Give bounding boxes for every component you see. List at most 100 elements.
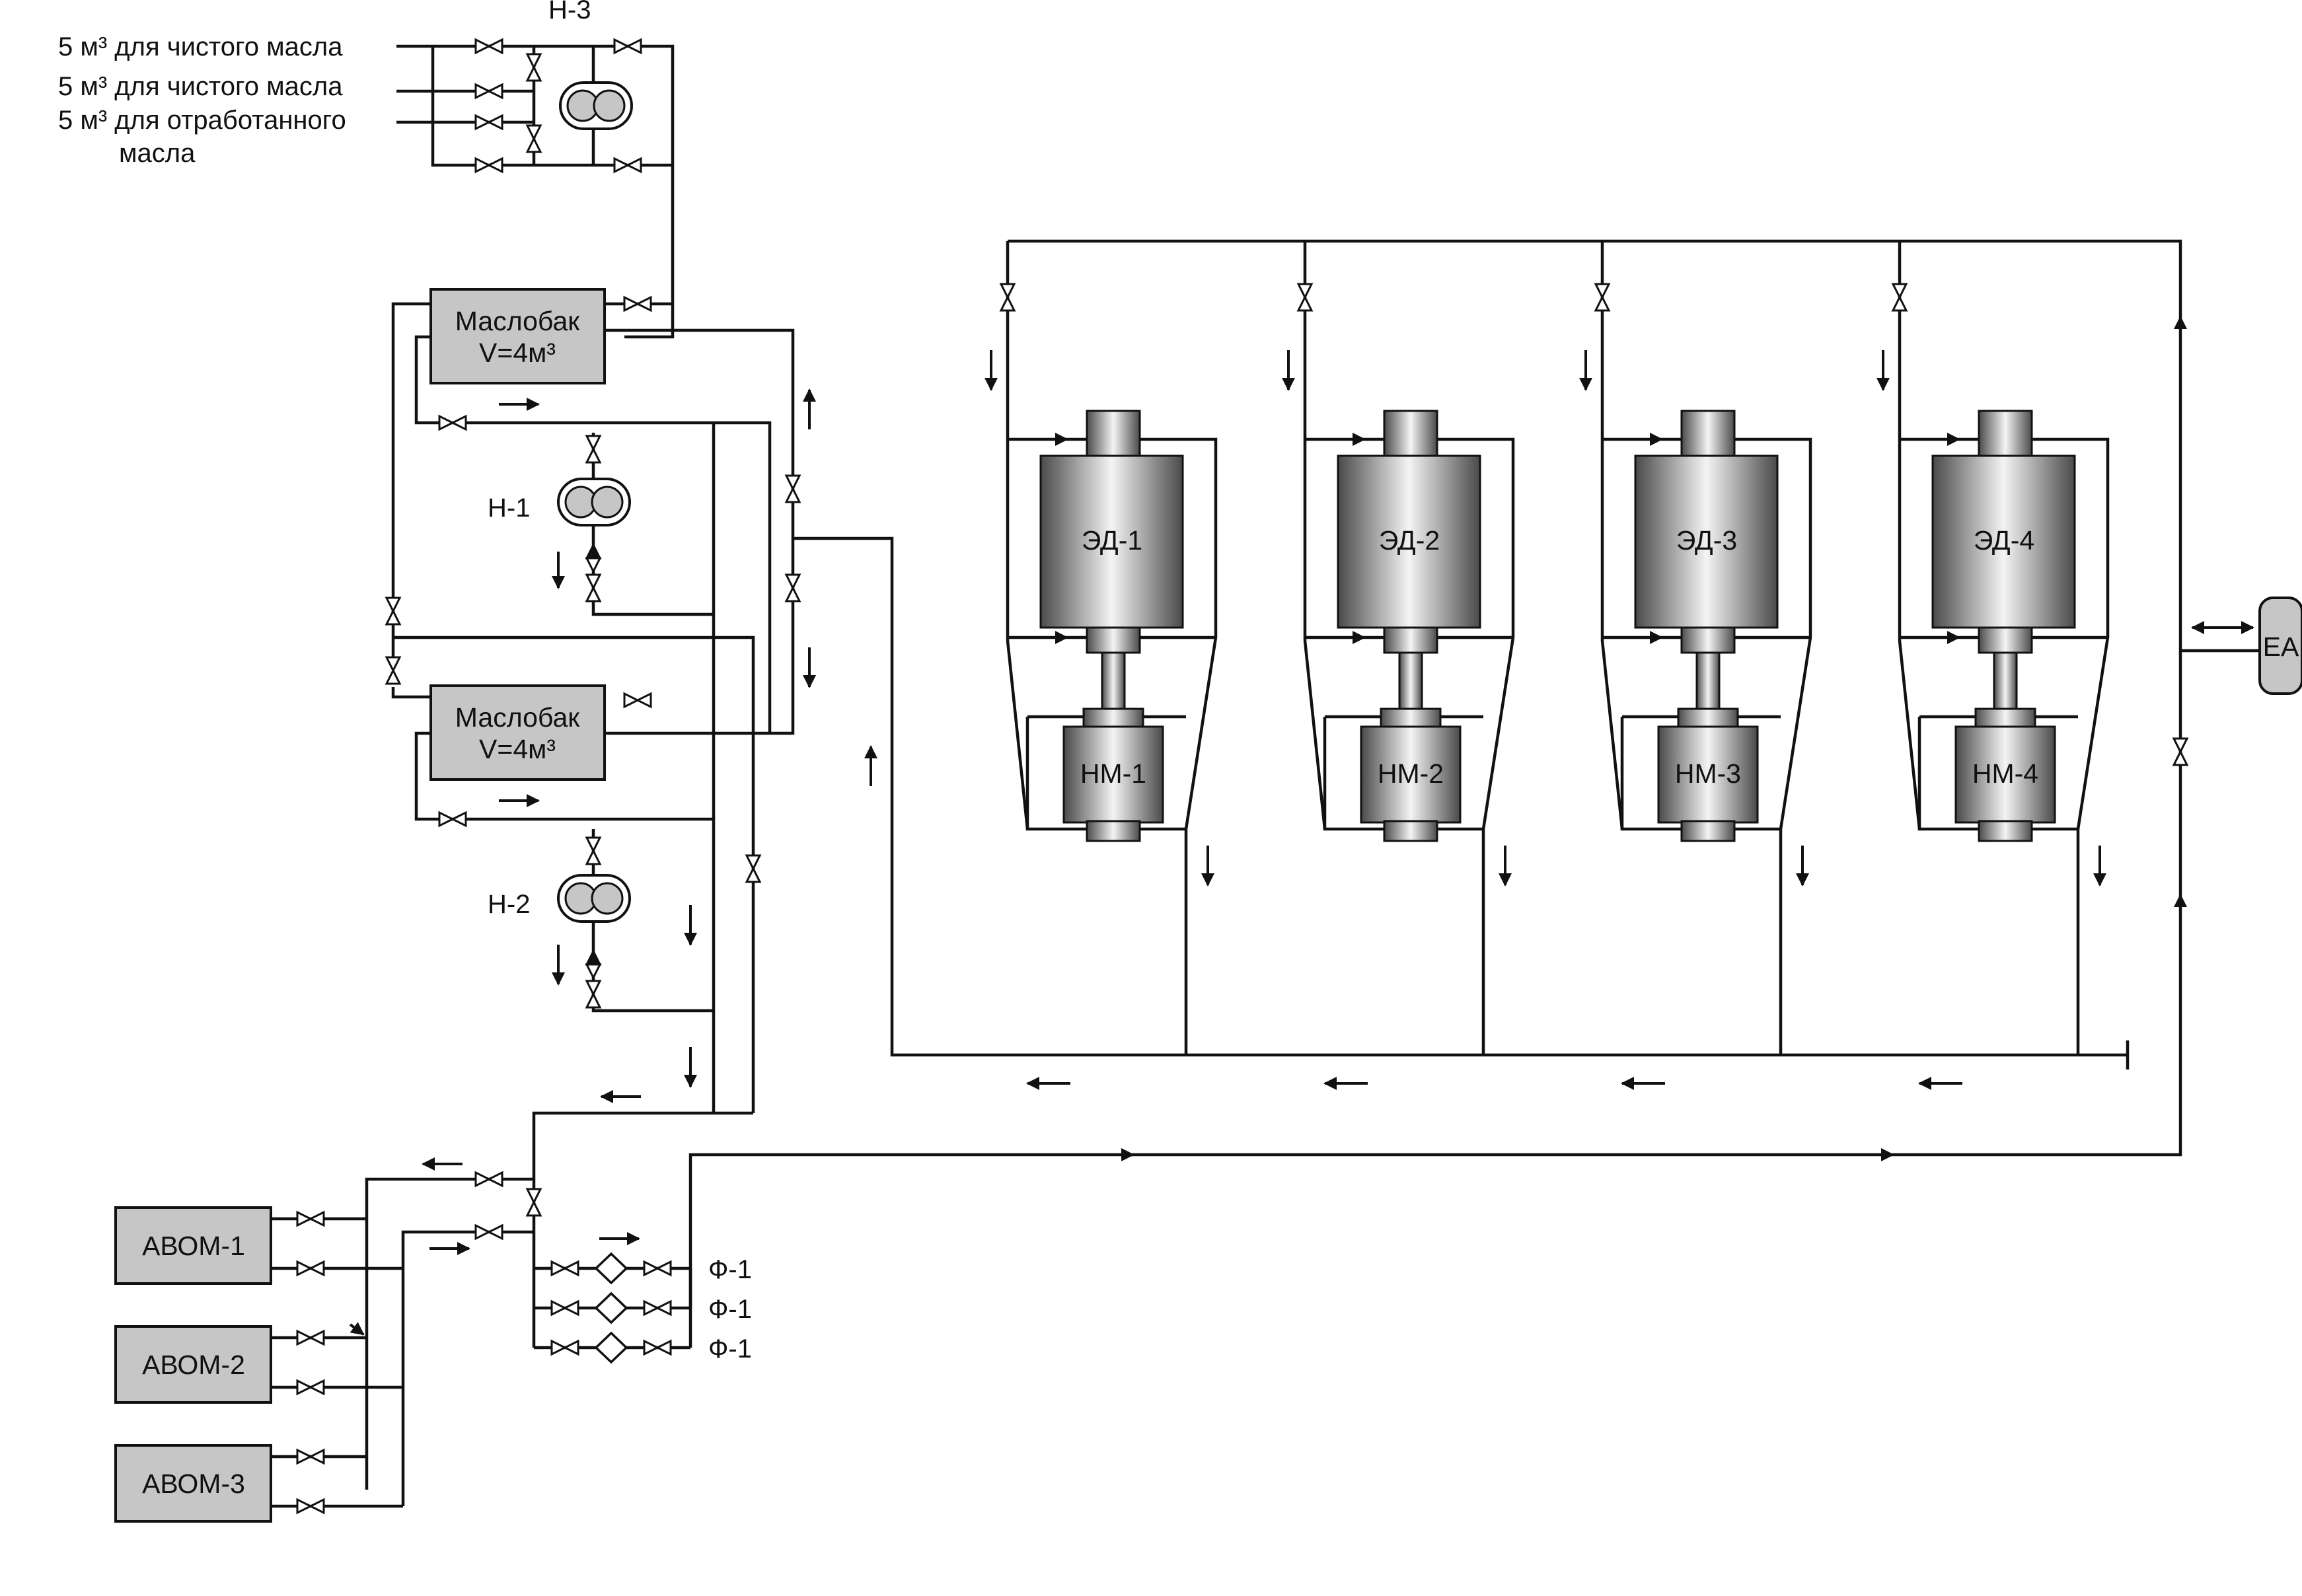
valve-icon[interactable] (745, 854, 762, 883)
cooler-filter-piping (271, 905, 2182, 1508)
filter-diamond-1 (594, 1252, 628, 1285)
valve-icon[interactable] (525, 53, 542, 82)
pump-top-flange (1082, 707, 1144, 730)
motor-4-label: ЭД-4 (1974, 525, 2034, 556)
valve-icon[interactable] (474, 1171, 503, 1188)
valve-icon[interactable] (1891, 283, 1908, 312)
unit-4 (1931, 410, 2076, 842)
source-line-3: 5 м³ для отработанного (58, 106, 346, 135)
motor-base (1383, 626, 1438, 654)
valve-icon[interactable] (623, 692, 652, 709)
valve-icon[interactable] (385, 656, 402, 685)
valve-icon[interactable] (550, 1299, 579, 1317)
cooler-avom-3 (114, 1444, 272, 1523)
valve-icon[interactable] (474, 1223, 503, 1241)
pump-bottom-flange (1680, 820, 1736, 842)
valve-icon[interactable] (474, 114, 503, 131)
filter-diamond-3 (594, 1331, 628, 1364)
valve-icon[interactable] (474, 157, 503, 174)
valve-icon[interactable] (296, 1498, 325, 1515)
valve-icon[interactable] (784, 474, 801, 503)
valve-icon[interactable] (296, 1329, 325, 1346)
valve-icon[interactable] (525, 124, 542, 153)
pump-n2-label: Н-2 (488, 890, 530, 919)
tank-2-volume: V=4м³ (479, 734, 556, 764)
cooler-2-label: АВОМ-2 (142, 1350, 245, 1380)
valve-icon[interactable] (525, 1188, 542, 1217)
valve-icon[interactable] (643, 1299, 672, 1317)
filter-3-label: Ф-1 (708, 1334, 752, 1363)
valve-icon[interactable] (585, 980, 602, 1009)
check-valve-icon (585, 557, 602, 574)
accumulator-ea (2258, 597, 2302, 695)
motor-body (1634, 454, 1779, 629)
pump-1-label: НМ-1 (1080, 758, 1146, 789)
filter-1-label: Ф-1 (708, 1255, 752, 1284)
valve-icon[interactable] (550, 1260, 579, 1277)
pump-n1-label: Н-1 (488, 493, 530, 523)
unit-1 (1039, 410, 1184, 842)
valve-icon[interactable] (585, 573, 602, 602)
unit-3 (1634, 410, 1779, 842)
valve-icon[interactable] (999, 283, 1016, 312)
filter-diamond-2 (594, 1291, 628, 1324)
check-valve-icon (585, 963, 602, 980)
motor-shaft-top (1086, 410, 1141, 457)
valve-icon[interactable] (296, 1260, 325, 1277)
valve-icon[interactable] (2172, 737, 2189, 766)
valve-icon[interactable] (623, 295, 652, 312)
filter-2-label: Ф-1 (708, 1295, 752, 1324)
motor-3-label: ЭД-3 (1676, 525, 1737, 556)
pump-2-label: НМ-2 (1378, 758, 1444, 789)
valve-icon[interactable] (585, 435, 602, 464)
unit-header-piping (1008, 239, 2260, 905)
tank-piping (391, 302, 2128, 1113)
coupling-shaft (1695, 651, 1721, 710)
cooler-avom-1 (114, 1206, 272, 1285)
valve-icon[interactable] (385, 597, 402, 626)
pump-n3-symbol (559, 81, 633, 130)
valve-icon[interactable] (474, 83, 503, 100)
pump-n1-symbol (557, 478, 631, 526)
valve-icon[interactable] (296, 1210, 325, 1227)
source-line-1: 5 м³ для чистого масла (58, 32, 343, 61)
pump-3-label: НМ-3 (1675, 758, 1741, 789)
pump-n2-symbol (557, 874, 631, 923)
pump-top-flange (1677, 707, 1739, 730)
valve-icon[interactable] (585, 836, 602, 865)
valve-icon[interactable] (438, 414, 467, 431)
arrow-icon (349, 1322, 365, 1336)
cooler-1-label: АВОМ-1 (142, 1231, 245, 1261)
motor-shaft-top (1680, 410, 1736, 457)
check-valve-icon (585, 949, 602, 966)
pump-bottom-flange (1086, 820, 1141, 842)
tank-2-name: Маслобак (455, 702, 580, 733)
unit-2 (1337, 410, 1481, 842)
valve-icon[interactable] (296, 1379, 325, 1396)
valves (296, 38, 2189, 1515)
coupling-shaft (1993, 651, 2018, 710)
motor-2-label: ЭД-2 (1379, 525, 1440, 556)
pump-bottom-flange (1978, 820, 2033, 842)
motor-base (1086, 626, 1141, 654)
valve-icon[interactable] (438, 811, 467, 828)
cooler-3-label: АВОМ-3 (142, 1469, 245, 1499)
valve-icon[interactable] (643, 1339, 672, 1356)
motor-base (1978, 626, 2033, 654)
valve-icon[interactable] (643, 1260, 672, 1277)
coupling-shaft (1101, 651, 1126, 710)
pump-body (1062, 725, 1164, 824)
valve-icon[interactable] (296, 1448, 325, 1465)
pump-4-label: НМ-4 (1972, 758, 2038, 789)
pump-body (1657, 725, 1759, 824)
valve-icon[interactable] (613, 38, 642, 55)
valve-icon[interactable] (550, 1339, 579, 1356)
valve-icon[interactable] (1296, 283, 1314, 312)
valve-icon[interactable] (1594, 283, 1611, 312)
pump-n3-label: Н-3 (548, 0, 591, 24)
motor-1-label: ЭД-1 (1082, 525, 1142, 556)
valve-icon[interactable] (784, 573, 801, 602)
valve-icon[interactable] (613, 157, 642, 174)
valve-icon[interactable] (474, 38, 503, 55)
